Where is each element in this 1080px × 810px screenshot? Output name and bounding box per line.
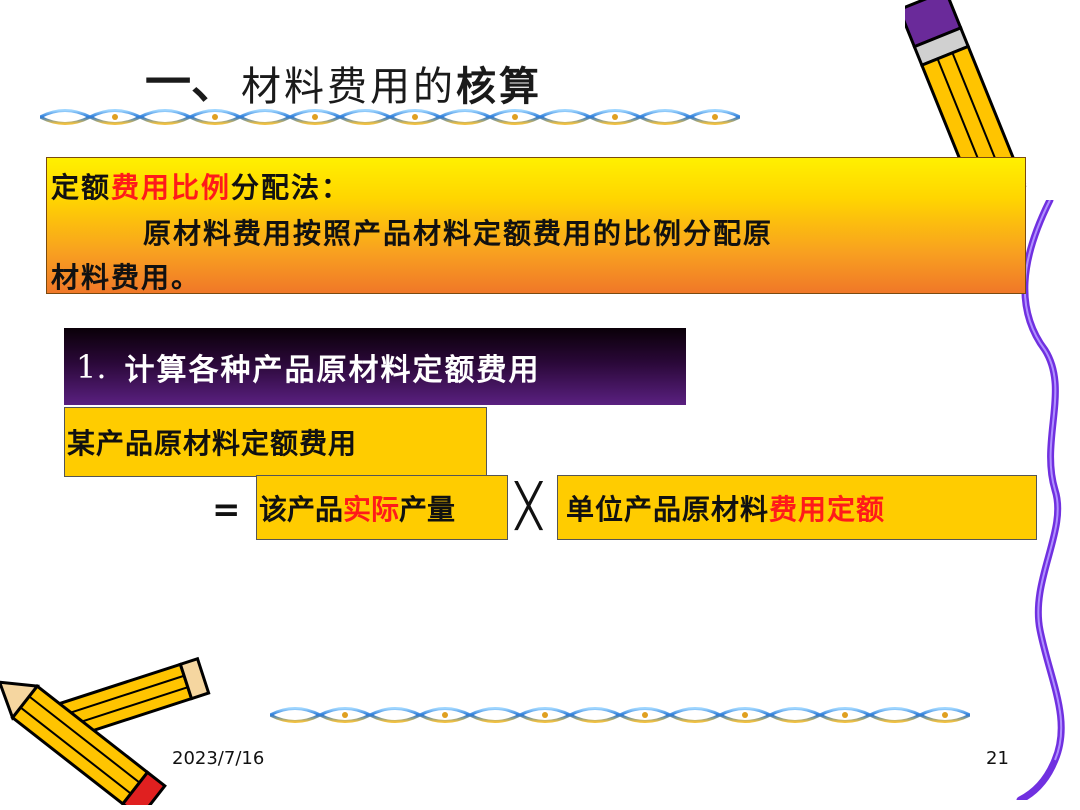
title-main: 材料费用的 — [241, 64, 456, 110]
rhs-part1: 单位产品原材料 — [566, 492, 770, 526]
equals-sign: = — [212, 490, 241, 530]
formula-lhs-box: 该产品实际产量 — [256, 475, 508, 540]
formula-label-box: 某产品原材料定额费用 — [64, 407, 487, 477]
rhs-red: 费用定额 — [769, 492, 886, 526]
definition-line2: 原材料费用按照产品材料定额费用的比例分配原 — [143, 217, 774, 250]
slide-page-number: 21 — [986, 748, 1009, 769]
definition-label-part2: 分配法： — [231, 171, 352, 204]
definition-heading: 定额费用比例分配法： — [51, 166, 351, 206]
decorative-divider-bottom — [270, 707, 970, 723]
times-sign: ╳ — [516, 481, 542, 530]
lhs-part2: 产量 — [399, 492, 456, 526]
slide-title: 一、 材料费用的 核算 — [145, 52, 542, 112]
slide-date: 2023/7/16 — [172, 748, 265, 769]
definition-label-part1: 定额 — [51, 171, 112, 204]
step-title: 计算各种产品原材料定额费用 — [124, 352, 541, 388]
lhs-part1: 该产品 — [259, 492, 344, 526]
decorative-divider-top — [40, 109, 740, 125]
title-number: 一、 — [145, 55, 237, 109]
step-number: 1. — [76, 347, 107, 386]
definition-line3: 材料费用。 — [51, 261, 202, 294]
definition-label-red: 费用比例 — [111, 171, 232, 204]
definition-box: 定额费用比例分配法： 原材料费用按照产品材料定额费用的比例分配原 材料费用。 — [46, 157, 1026, 294]
pencils-icon — [0, 656, 211, 805]
lhs-red: 实际 — [343, 492, 400, 526]
decorative-ribbon — [1016, 200, 1065, 800]
step-heading: 1. 计算各种产品原材料定额费用 — [64, 328, 686, 405]
formula-rhs-box: 单位产品原材料费用定额 — [557, 475, 1037, 540]
formula-label: 某产品原材料定额费用 — [67, 427, 358, 460]
title-bold: 核算 — [456, 64, 542, 110]
